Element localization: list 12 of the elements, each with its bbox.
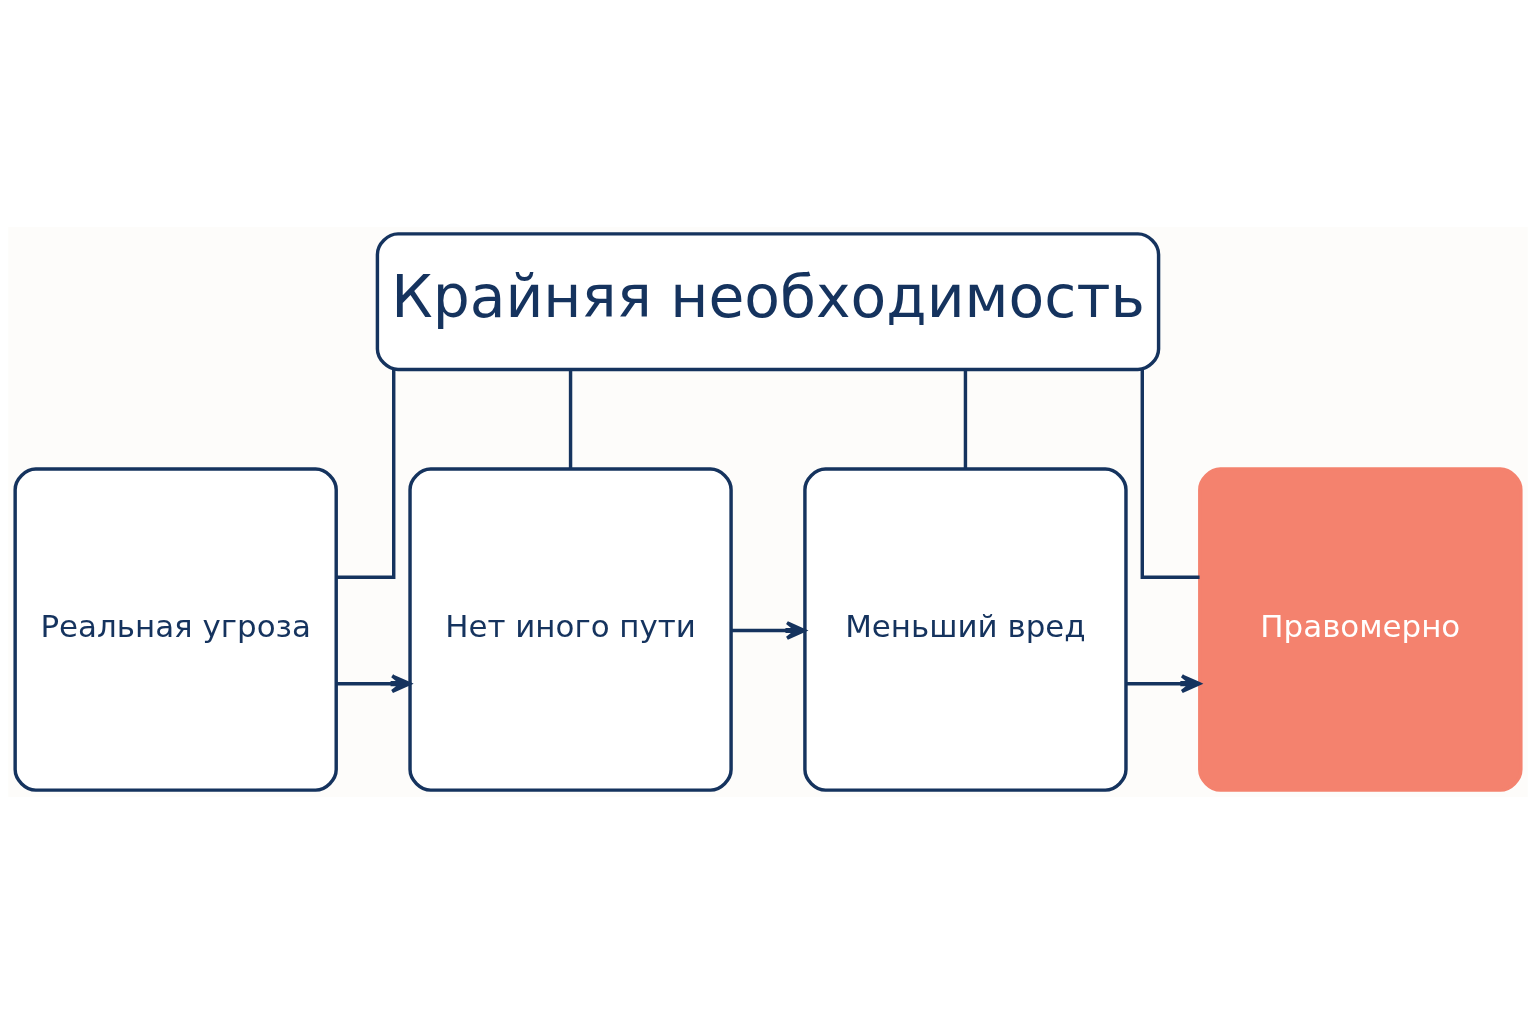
node-box: Реальная угроза xyxy=(13,467,338,792)
node-box: Нет иного пути xyxy=(408,467,733,792)
arrow xyxy=(1126,674,1201,694)
arrow xyxy=(731,621,807,640)
connector xyxy=(568,369,573,469)
node-box: Крайняя необходимость xyxy=(375,232,1161,372)
connector xyxy=(1140,369,1200,579)
node-box: Меньший вред xyxy=(803,467,1128,792)
connector xyxy=(336,369,396,579)
arrow xyxy=(336,674,412,694)
node-box: Правомерно xyxy=(1198,467,1523,792)
connector xyxy=(963,369,968,469)
